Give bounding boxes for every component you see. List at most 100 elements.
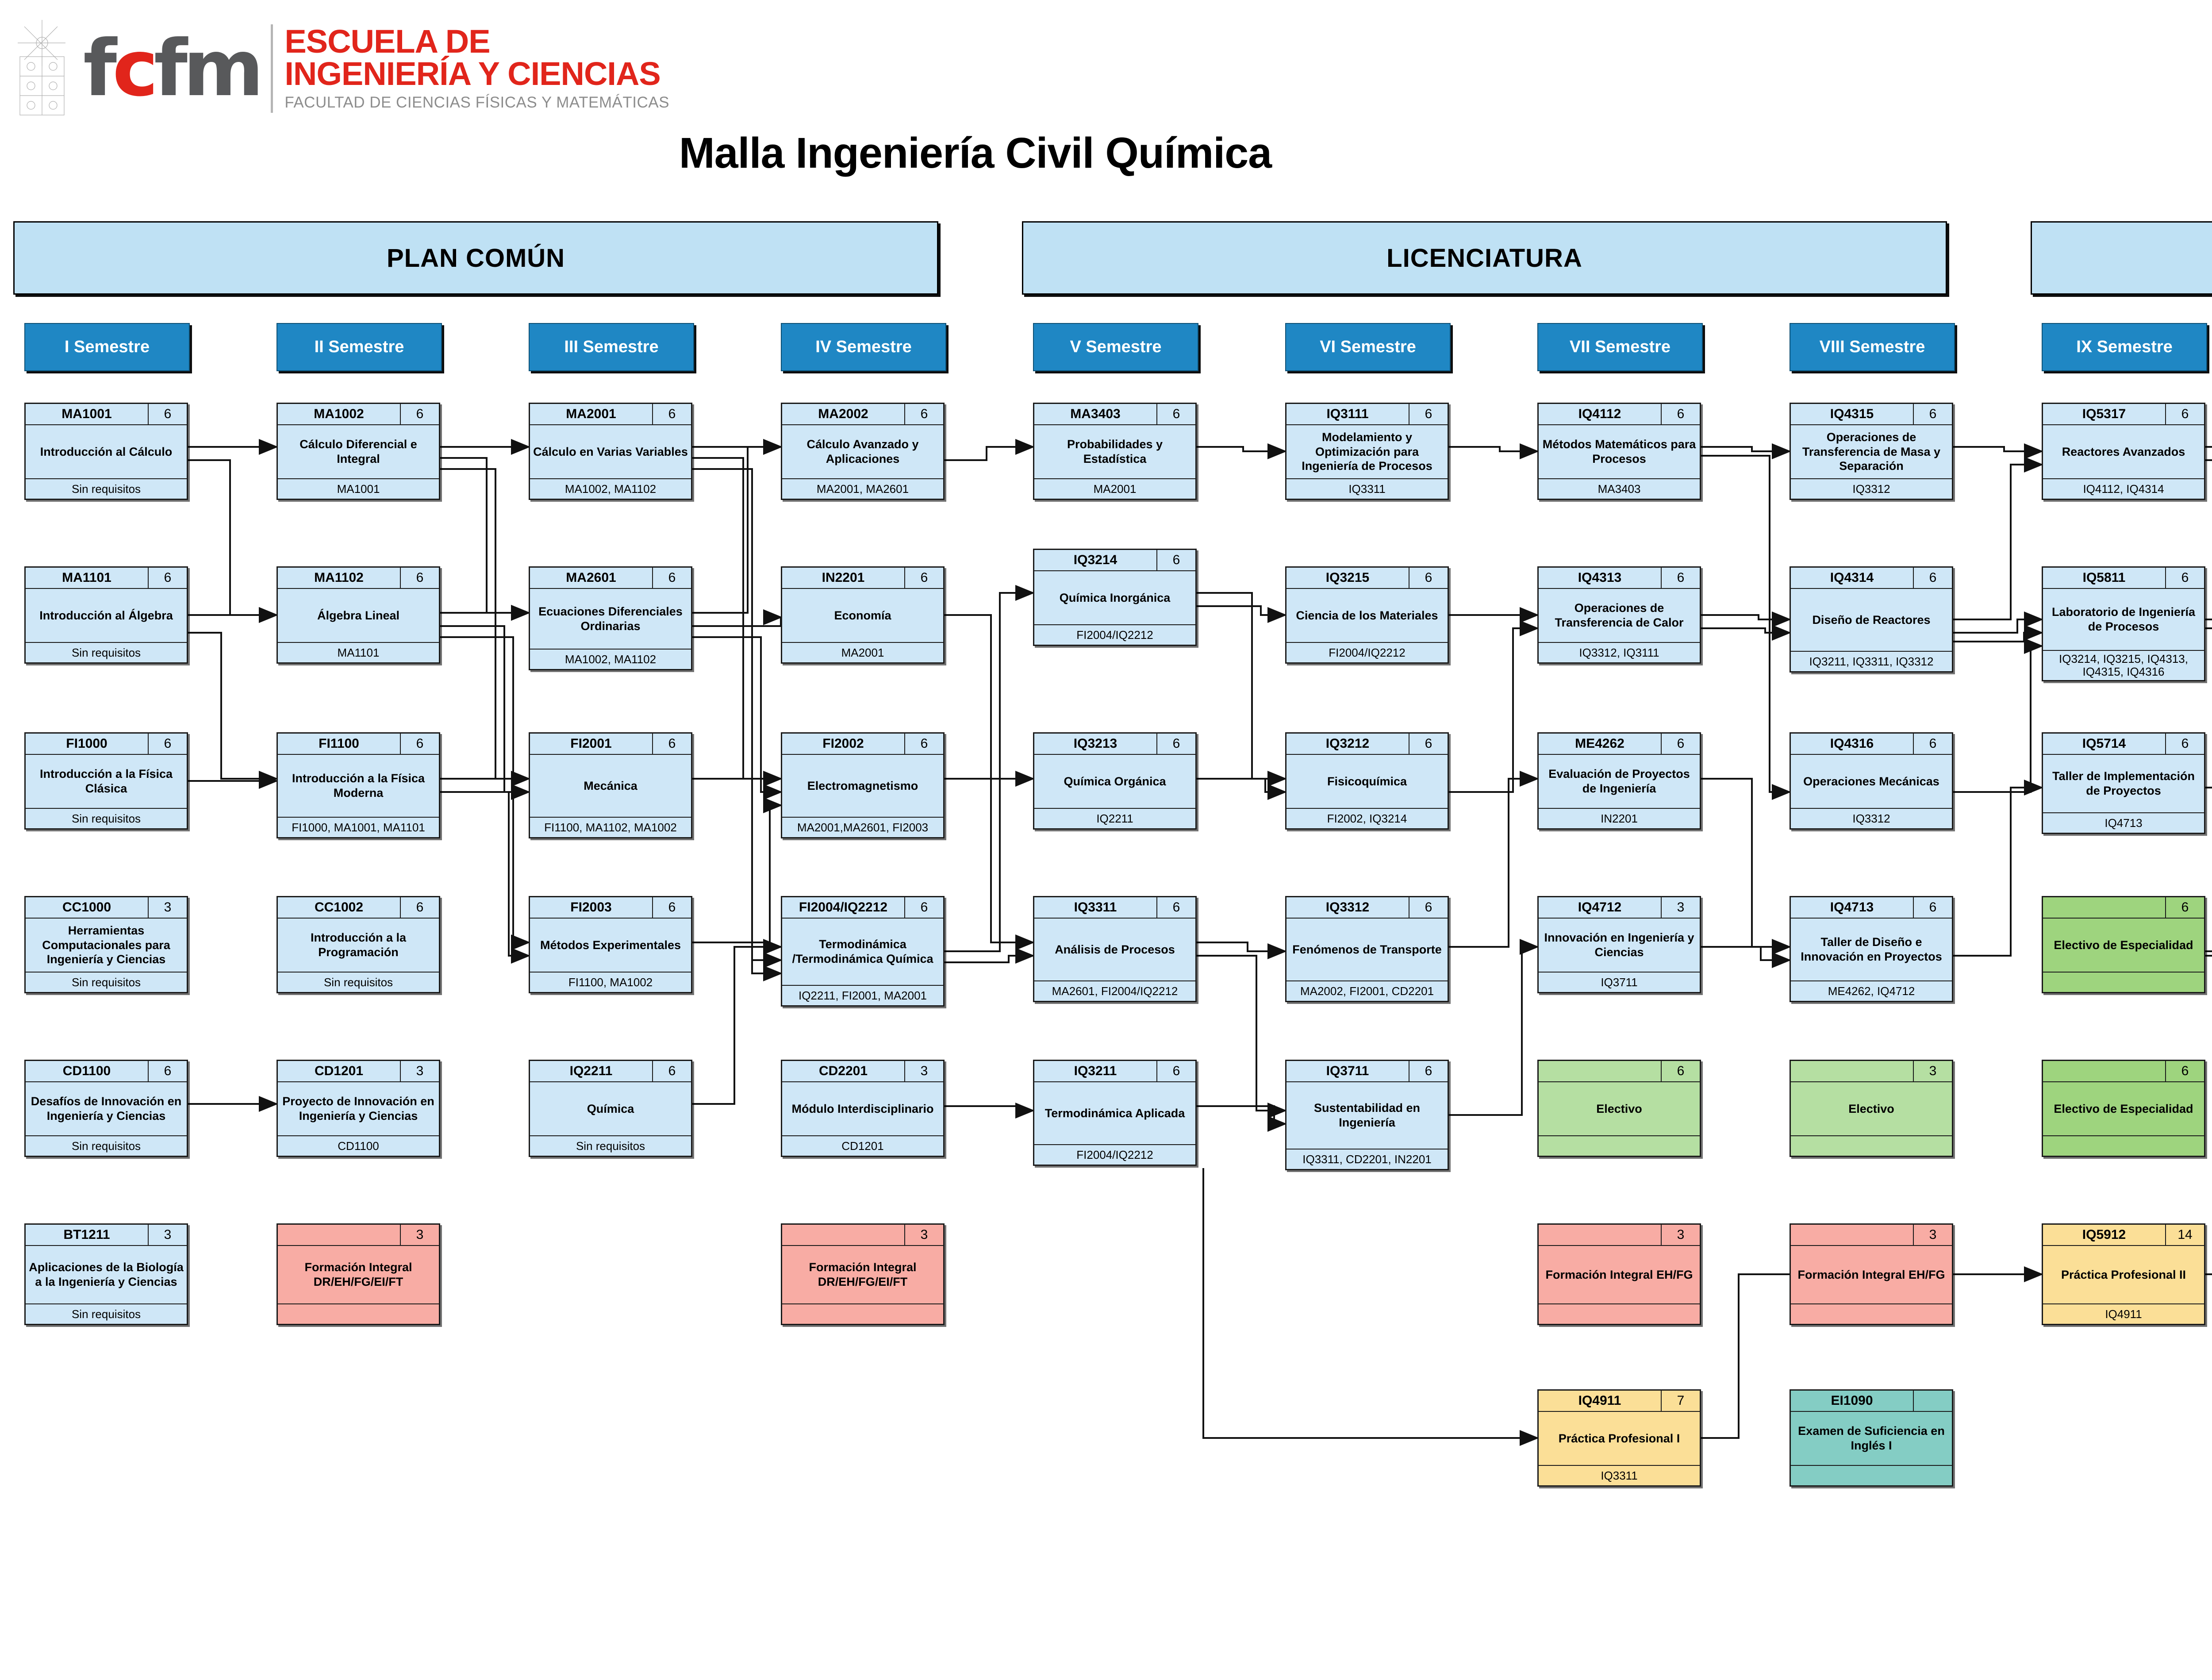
- course-code: IQ3312: [1325, 900, 1370, 915]
- semester-chip-4[interactable]: IV Semestre: [781, 323, 946, 371]
- semester-chip-9[interactable]: IX Semestre: [2042, 323, 2207, 371]
- semester-chip-2[interactable]: II Semestre: [276, 323, 442, 371]
- course-requisites: IQ3211, IQ3311, IQ3312: [1791, 651, 1952, 671]
- course-code: CC1002: [314, 900, 364, 915]
- course-name: Taller de Implementación de Proyectos: [2052, 769, 2195, 797]
- semester-chip-8[interactable]: VIII Semestre: [1790, 323, 1955, 371]
- logo-line-3: FACULTAD DE CIENCIAS FÍSICAS Y MATEMÁTIC…: [284, 93, 669, 111]
- semester-chip-6[interactable]: VI Semestre: [1285, 323, 1451, 371]
- course-name: Métodos Matemáticos para Procesos: [1542, 438, 1696, 465]
- course-credits: 6: [904, 734, 943, 754]
- course-code: [1539, 1061, 1661, 1081]
- course-name: Sustentabilidad en Ingeniería: [1313, 1101, 1421, 1129]
- course-code: MA2002: [818, 407, 868, 421]
- course-code: FI2001: [570, 736, 612, 751]
- course-name: Operaciones de Transferencia de Calor: [1555, 601, 1684, 629]
- course-requisites: Sin requisitos: [26, 1303, 187, 1324]
- course-code: [2043, 1061, 2165, 1081]
- course-code: MA2001: [566, 407, 616, 421]
- course-requisites: FI1000, MA1001, MA1101: [278, 817, 439, 837]
- course-name: Práctica Profesional II: [2061, 1268, 2186, 1281]
- course-code: IQ3212: [1325, 736, 1370, 751]
- course-code: IQ5811: [2082, 570, 2126, 585]
- semester-chip-3[interactable]: III Semestre: [529, 323, 694, 371]
- fcfm-fm: fm: [154, 23, 264, 114]
- semester-chip-label: IX Semestre: [2076, 338, 2173, 356]
- course-code: [782, 1225, 904, 1245]
- course-requisites: IN2201: [1539, 808, 1700, 828]
- course-name: Química Orgánica: [1064, 774, 1166, 788]
- course-code: IQ5317: [2082, 407, 2126, 421]
- semester-chip-5[interactable]: V Semestre: [1033, 323, 1198, 371]
- course-name: Introducción al Álgebra: [39, 608, 173, 622]
- course-credits: 6: [2165, 734, 2204, 754]
- semester-chip-7[interactable]: VII Semestre: [1537, 323, 1703, 371]
- semester-chip-1[interactable]: I Semestre: [24, 323, 190, 371]
- course-name: Análisis de Procesos: [1055, 942, 1175, 956]
- course-name: Formación Integral EH/FG: [1797, 1268, 1945, 1281]
- semester-chip-label: VII Semestre: [1569, 338, 1671, 356]
- course-code: [278, 1225, 400, 1245]
- banner-plan-comun: PLAN COMÚN: [13, 221, 938, 295]
- course-name: Fenómenos de Transporte: [1292, 942, 1442, 956]
- course-requisites: IQ4911: [2043, 1303, 2204, 1324]
- course-requisites: FI2002, IQ3214: [1286, 808, 1448, 828]
- course-name: Métodos Experimentales: [540, 938, 681, 952]
- course-name: Electivo: [1596, 1102, 1642, 1115]
- course-requisites: IQ3311: [1286, 478, 1448, 499]
